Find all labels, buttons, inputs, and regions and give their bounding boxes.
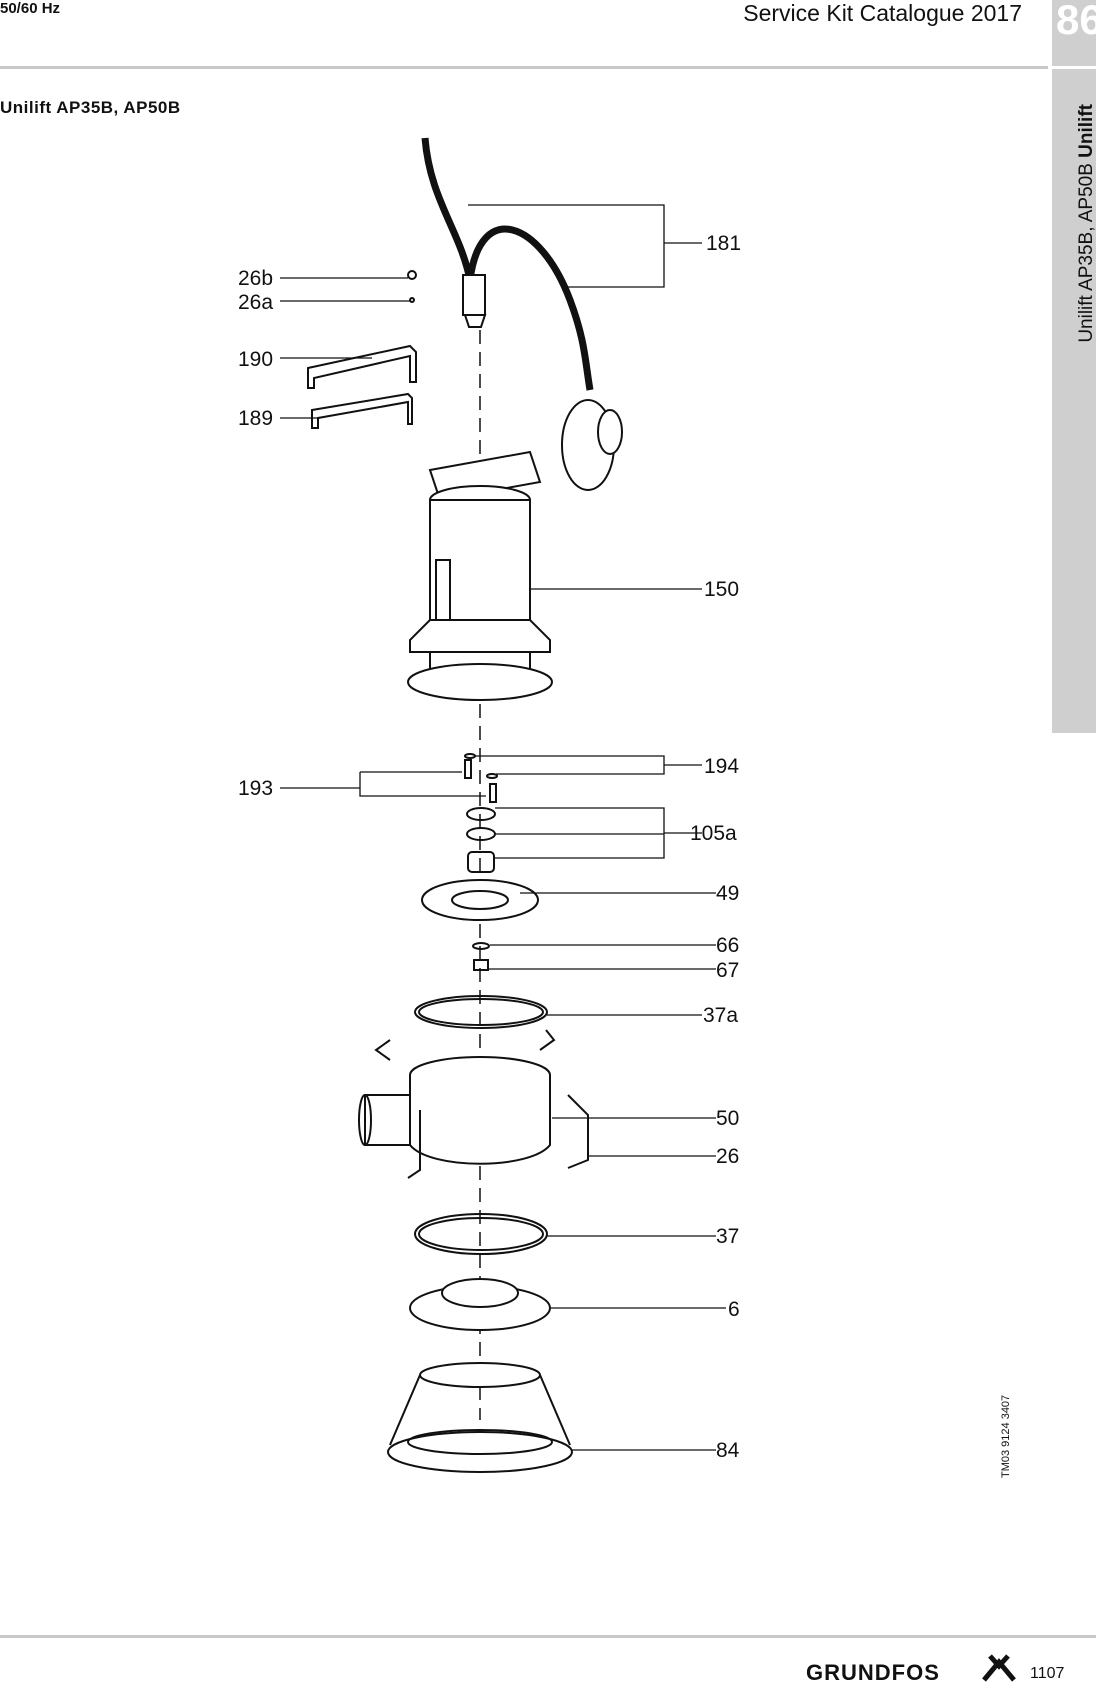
header-divider (0, 66, 1048, 69)
impeller-49 (421, 879, 539, 921)
side-tab-divider (1052, 66, 1096, 69)
callout-50: 50 (716, 1107, 739, 1130)
grundfos-logo-mark-icon (982, 1654, 1016, 1682)
section-side-tab (1052, 0, 1096, 733)
callout-labels: 181 26b 26a 190 189 150 194 193 105a 49 … (238, 232, 741, 1462)
callout-194: 194 (704, 755, 739, 778)
frequency-label: 50/60 Hz (0, 0, 61, 17)
callout-66: 66 (716, 934, 739, 957)
seal-ring-105a (466, 807, 496, 821)
grundfos-logo: GRUNDFOS (806, 1660, 940, 1685)
pump-housing-50 (358, 1056, 551, 1165)
callout-193: 193 (238, 777, 273, 800)
catalogue-title: Service Kit Catalogue 2017 (743, 0, 1022, 26)
seal-105a (466, 827, 496, 841)
side-tab-brand: Unilift (1076, 104, 1096, 158)
callout-26a: 26a (238, 291, 273, 314)
callout-84: 84 (716, 1439, 740, 1462)
washer-66 (472, 942, 490, 950)
side-tab-label: Unilift AP35B, AP50B Unilift (1076, 104, 1096, 343)
exploded-view-drawing: 181 26b 26a 190 189 150 194 193 105a 49 … (238, 137, 741, 1473)
washer-194b (486, 773, 498, 779)
screw-193 (464, 759, 472, 779)
callout-37a: 37a (703, 1004, 738, 1027)
section-number: 86 (1056, 0, 1096, 43)
part-26b (407, 270, 417, 280)
nut-67 (473, 959, 489, 971)
o-ring-37a (414, 995, 548, 1029)
part-26a (409, 297, 415, 303)
washer-194 (464, 753, 476, 759)
screw-193b (489, 783, 497, 803)
callout-105a: 105a (690, 822, 737, 845)
callout-37: 37 (716, 1225, 739, 1248)
callout-150: 150 (704, 578, 739, 601)
callout-190: 190 (238, 348, 273, 371)
section-title: Unilift AP35B, AP50B (0, 98, 181, 117)
strainer-84 (387, 1362, 573, 1473)
callout-67: 67 (716, 959, 739, 982)
bracket-190 (307, 344, 417, 389)
page-number: 1107 (1030, 1665, 1065, 1682)
callout-189: 189 (238, 407, 273, 430)
bracket-189 (311, 392, 413, 429)
o-ring-37 (414, 1213, 548, 1255)
cable-float-switch-part (421, 137, 623, 491)
seal-body-105a (467, 851, 495, 873)
side-tab-model: Unilift AP35B, AP50B (1076, 163, 1096, 343)
callout-26b: 26b (238, 267, 273, 290)
footer-divider (0, 1635, 1096, 1638)
clips-26 (374, 1029, 589, 1179)
drawing-number: TM03 9124 3407 (1000, 1394, 1012, 1478)
callout-6: 6 (728, 1298, 740, 1321)
callout-49: 49 (716, 882, 739, 905)
callout-181: 181 (706, 232, 741, 255)
callout-26: 26 (716, 1145, 739, 1168)
motor-unit-150 (407, 450, 553, 701)
